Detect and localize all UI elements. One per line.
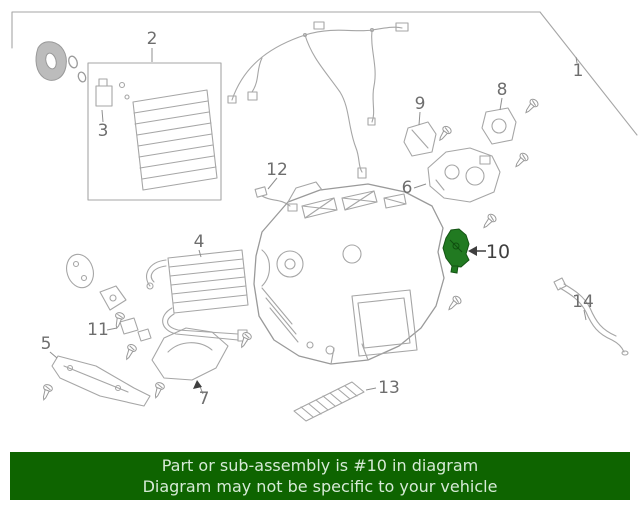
drain-grille-13 xyxy=(293,381,377,422)
actuator-8 xyxy=(481,97,517,145)
callout-12: 12 xyxy=(266,160,288,180)
oval-bracket xyxy=(66,253,127,311)
sub-harness-12 xyxy=(254,177,298,212)
notice-banner: Part or sub-assembly is #10 in diagram D… xyxy=(10,452,630,500)
highlighted-part-10 xyxy=(442,228,470,274)
callout-10-arrow xyxy=(468,246,486,256)
callout-11: 11 xyxy=(87,320,109,340)
callout-10: 10 xyxy=(486,241,510,263)
grommet xyxy=(35,41,67,81)
notice-line-1: Part or sub-assembly is #10 in diagram xyxy=(161,455,479,475)
wiring-harness xyxy=(227,21,409,179)
expansion-valve xyxy=(95,78,130,123)
actuator-9 xyxy=(403,111,437,157)
diagram-border xyxy=(11,11,638,136)
callout-7: 7 xyxy=(199,389,210,409)
lower-duct-7 xyxy=(151,327,229,395)
callout-8: 8 xyxy=(497,80,508,100)
callout-9: 9 xyxy=(415,94,426,114)
heater-core xyxy=(146,249,249,342)
callout-3: 3 xyxy=(98,121,109,141)
callout-1: 1 xyxy=(573,61,584,81)
clips-11 xyxy=(106,317,152,342)
callout-6: 6 xyxy=(402,178,413,198)
evaporator-box xyxy=(87,62,222,201)
pipe-14 xyxy=(553,277,629,356)
hvac-main-unit xyxy=(253,181,445,365)
bracket-5 xyxy=(49,351,151,407)
callout-4: 4 xyxy=(194,232,205,252)
notice-line-2: Diagram may not be specific to your vehi… xyxy=(142,476,498,496)
callout-5: 5 xyxy=(41,334,52,354)
callout-1-leader xyxy=(575,56,578,64)
callout-2: 2 xyxy=(147,29,158,49)
exploded-parts-diagram: 1 2 3 4 5 6 7 8 9 10 11 12 13 14 xyxy=(11,11,638,422)
callout-13: 13 xyxy=(378,378,400,398)
evaporator-core xyxy=(132,48,218,191)
o-rings xyxy=(68,55,87,83)
intake-assembly-6 xyxy=(413,147,501,203)
callout-14: 14 xyxy=(572,292,594,312)
